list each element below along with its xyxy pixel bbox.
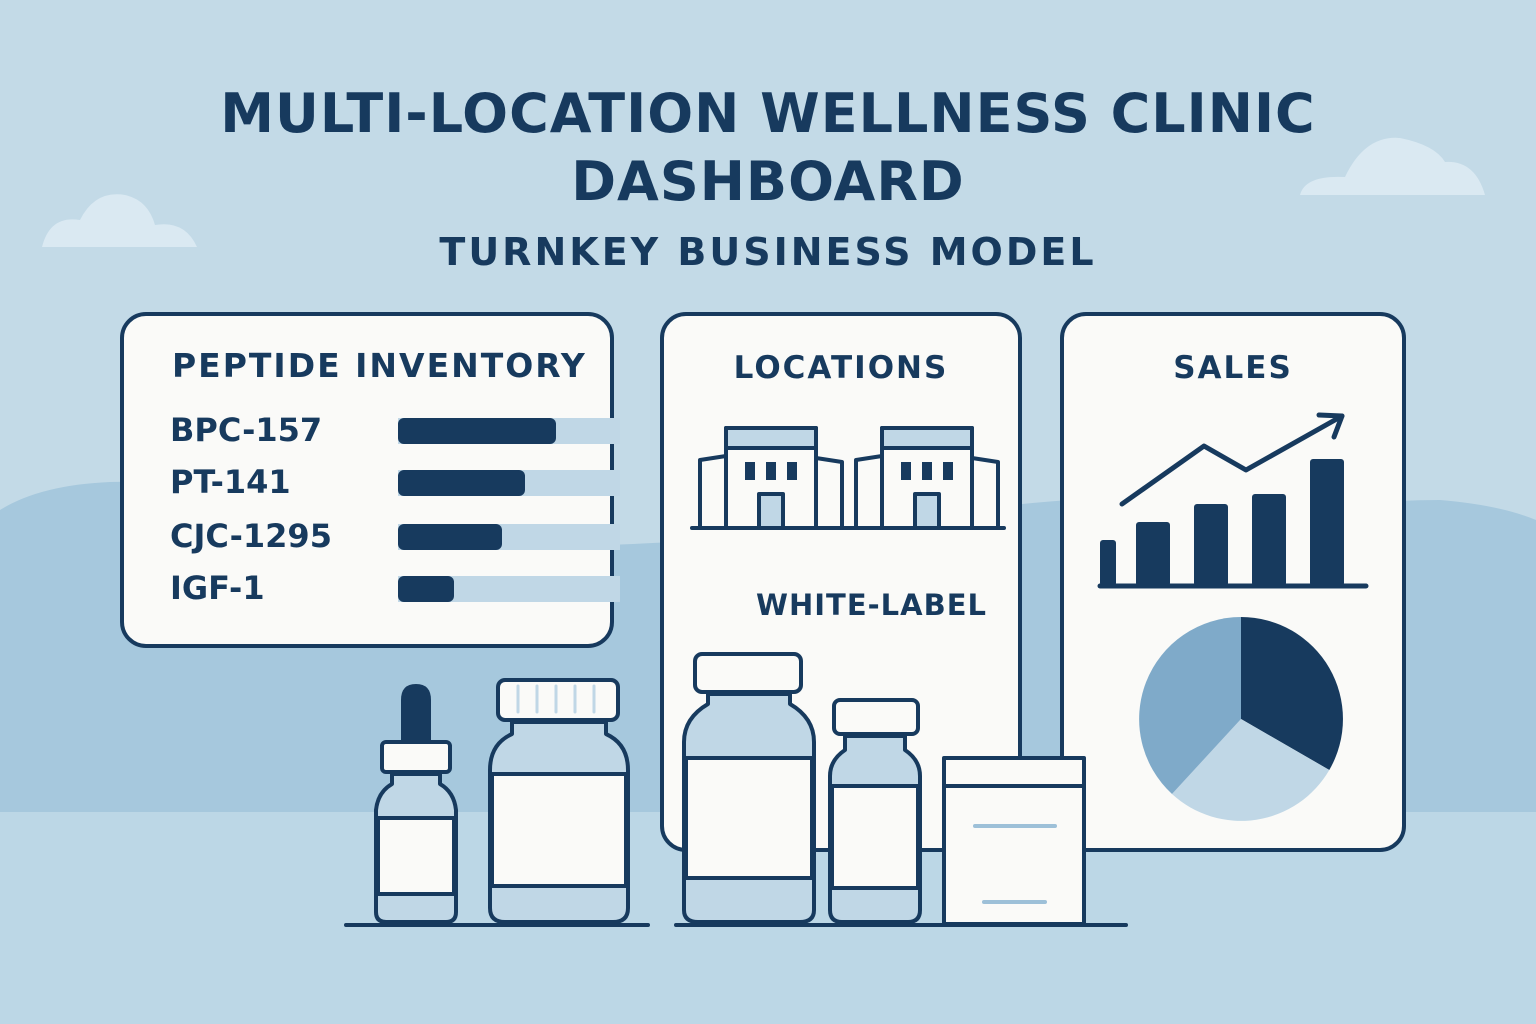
cloud-icon [42, 137, 1485, 247]
locations-title: LOCATIONS [733, 350, 949, 386]
inventory-label: IGF-1 [170, 569, 265, 607]
tall-bottle-icon [682, 652, 816, 924]
sales-pie-chart [1139, 617, 1343, 821]
small-vial-icon [828, 698, 922, 924]
inventory-row: PT-141 [170, 462, 620, 502]
sales-card: SALES [1060, 312, 1406, 852]
inventory-bar-track [398, 576, 620, 602]
inventory-bar-track [398, 418, 620, 444]
inventory-bar-track [398, 470, 620, 496]
inventory-row: IGF-1 [170, 568, 620, 608]
peptide-inventory-card: PEPTIDE INVENTORY BPC-157 PT-141 CJC-129… [120, 312, 620, 648]
buildings-icon [690, 426, 1006, 530]
inventory-bar-track [398, 524, 620, 550]
page-title-line2: DASHBOARD [571, 150, 965, 213]
trend-arrow-icon [1119, 412, 1345, 507]
inventory-bar-fill [398, 418, 556, 444]
dropper-bottle-icon [374, 684, 458, 924]
wide-jar-icon [488, 678, 630, 924]
page-title-line1: MULTI-LOCATION WELLNESS CLINIC [220, 82, 1316, 145]
white-label-text: WHITE-LABEL [756, 588, 987, 622]
inventory-label: CJC-1295 [170, 517, 332, 555]
inventory-label: BPC-157 [170, 411, 323, 449]
page-subtitle: TURNKEY BUSINESS MODEL [439, 230, 1097, 274]
inventory-row: BPC-157 [170, 410, 620, 450]
product-box-icon [942, 756, 1086, 926]
inventory-row: CJC-1295 [170, 516, 620, 556]
inventory-label: PT-141 [170, 463, 291, 501]
sales-bar-chart [1097, 412, 1369, 589]
inventory-bar-fill [398, 470, 525, 496]
inventory-title: PEPTIDE INVENTORY [172, 346, 587, 385]
inventory-bar-fill [398, 576, 454, 602]
inventory-bar-fill [398, 524, 503, 550]
sales-title: SALES [1173, 350, 1293, 386]
